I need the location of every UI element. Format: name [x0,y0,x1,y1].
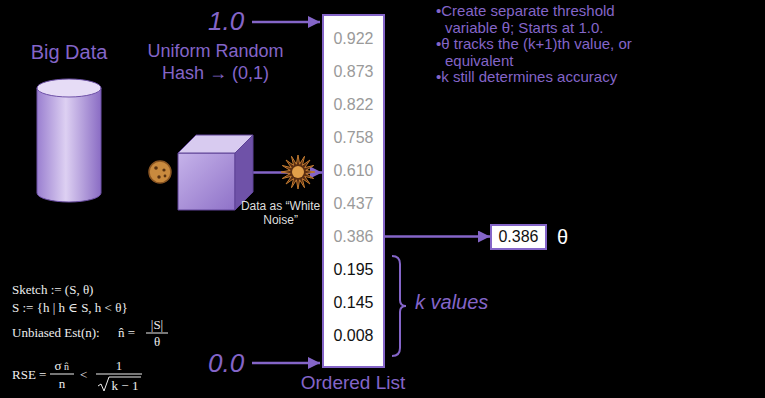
cylinder-body [37,88,101,202]
formula: Unbiased Est(n): [12,325,100,340]
scale-label: 0.0 [208,348,244,378]
formula: RSE = [12,367,46,382]
theta-value: 0.386 [498,227,538,247]
formula-denominator: n [59,376,66,391]
formula-denominator: θ [154,334,160,349]
theta-box: 0.386θ [490,224,547,250]
list-value: 0.610 [333,154,373,187]
list-value: 0.386 [333,220,373,253]
bullet-note: •Create separate threshold variable θ; S… [436,3,641,36]
database-cylinder: Big Data [36,78,102,203]
bullet-note: •k still determines accuracy [436,69,641,86]
brace [392,256,406,356]
cookie-icon [149,161,171,183]
formula-subscript: n̂ [64,361,69,373]
bullet-note: •θ tracks the (k+1)th value, or equivale… [436,36,641,69]
list-value: 0.822 [333,88,373,121]
cylinder-shape [36,78,102,203]
cylinder-top [37,79,101,97]
list-value: 0.873 [333,55,373,88]
cube-front [178,153,235,210]
formula-numerator: σ [54,358,61,373]
ordered-list: 0.9220.8730.8220.7580.6100.4370.3860.195… [322,14,385,368]
theta-symbol: θ [557,225,568,249]
list-caption: Ordered List [301,372,406,394]
starburst-spikes [281,155,315,189]
starburst-icon [281,155,315,189]
flow-arrow [385,235,490,238]
heading: Big Data [31,40,108,64]
leader-arrow [252,362,320,365]
scale-label: 1.0 [208,6,244,36]
list-value: 0.008 [333,319,373,352]
list-value: 0.437 [333,187,373,220]
formula-numerator: 1 [116,358,123,373]
edge-label: Data as “White Noise” [231,199,331,227]
leader-arrow [252,21,320,24]
formula-numerator: |S| [151,317,163,332]
fraction-bar [50,374,74,375]
heading: Uniform Random Hash → (0,1) [141,40,291,84]
fraction-bar [96,374,142,375]
list-value: 0.922 [333,22,373,55]
list-value: 0.195 [333,253,373,286]
list-value: 0.145 [333,286,373,319]
fraction-bar [146,333,168,334]
list-value: 0.758 [333,121,373,154]
formula-denominator: k − 1 [112,378,139,393]
formula: < [80,367,87,382]
formula: Sketch := (S, θ) [12,282,93,297]
formula: n̂ = [118,325,135,340]
brace-label: k values [415,290,488,314]
formula: S := {h | h ∈ S, h < θ} [12,300,128,315]
starburst-core [292,166,304,178]
